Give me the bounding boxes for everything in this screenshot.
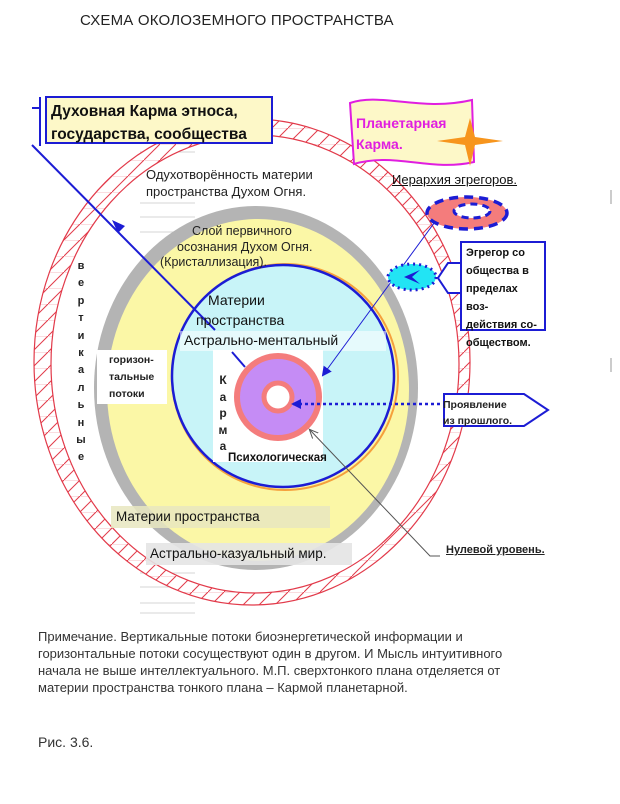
karma-vertical-label: К а р м а [216, 372, 230, 455]
manifestation-box-shape [443, 393, 550, 427]
primary-layer-line3: (Кристаллизация). [160, 255, 267, 269]
vertical-letter: ы [76, 434, 86, 447]
spiritual-karma-box: Духовная Карма этноса, государства, сооб… [45, 96, 273, 144]
inner-matter-label: Материи пространства [196, 290, 284, 330]
manifestation-line2: из прошлого. [443, 415, 513, 427]
orange-star-icon [437, 118, 503, 166]
primary-layer-line2: осознания Духом Огня. [177, 239, 313, 254]
primary-layer-label: Слой первичного осознания Духом Огня. (К… [160, 224, 312, 271]
egregor-line: действия со- [466, 319, 537, 331]
vertical-letter: л [77, 381, 85, 394]
spirituality-label: Одухотворённость материи пространства Ду… [146, 166, 313, 200]
spirituality-line1: Одухотворённость материи [146, 167, 313, 182]
vertical-letter: т [78, 312, 84, 325]
karma-letter: а [219, 389, 227, 404]
zero-level-pointer [310, 430, 440, 557]
manifestation-label: Проявление из прошлого. [443, 397, 512, 429]
planetary-karma-line1: Планетарная [356, 115, 447, 131]
figure-caption: Рис. 3.6. [38, 734, 94, 750]
vertical-letter: а [77, 364, 85, 377]
manifestation-line1: Проявление [443, 399, 507, 411]
astral-causal-label: Астрально-казуальный мир. [150, 546, 327, 561]
vertical-letter: ь [77, 399, 85, 412]
horizontal-line: потоки [109, 388, 145, 400]
upward-arrowhead [112, 220, 125, 233]
psychological-label: Психологическая [228, 452, 327, 464]
page-title: СХЕМА ОКОЛОЗЕМНОГО ПРОСТРАНСТВА [80, 12, 394, 29]
vertical-letter: р [77, 294, 85, 307]
astral-to-ring-line [231, 351, 246, 368]
astral-mental-label: Астрально-ментальный [184, 332, 339, 348]
vertical-letter: е [77, 451, 85, 464]
karma-letter: К [219, 373, 227, 387]
note-paragraph: Примечание. Вертикальные потоки биоэнерг… [38, 629, 503, 695]
vertical-flows-label: в е р т и к а л ь н ы е [75, 258, 87, 467]
vertical-letter: в [77, 260, 85, 272]
planetary-karma-label: Планетарная Карма. [356, 113, 446, 155]
vertical-letter: и [77, 329, 85, 342]
horizontal-line: горизон- [109, 354, 154, 366]
matter-band [111, 506, 330, 528]
spirituality-line2: пространства Духом Огня. [146, 184, 307, 199]
planetary-karma-line2: Карма. [356, 136, 403, 152]
karma-ring-inner [261, 380, 295, 414]
outer-matter-label: Материи пространства [116, 509, 260, 524]
egregor-line: пределах воз- [466, 283, 518, 313]
egregor-line: Эгрегор со [466, 247, 526, 259]
egregor-line: обществом. [466, 337, 531, 349]
primary-layer-line1: Слой первичного [192, 224, 292, 238]
karma-letter: а [219, 439, 227, 453]
society-egregor-ellipse [386, 262, 438, 292]
horizontal-flows-label: горизон- тальные потоки [97, 350, 167, 404]
karma-letter: р [219, 406, 227, 420]
egregor-to-ring-line [321, 214, 441, 377]
egregor-box-arrow [436, 262, 460, 294]
vertical-letter: н [77, 416, 85, 429]
karma-letter: м [218, 422, 228, 437]
astral-causal-band [146, 543, 352, 565]
inner-matter-line1: Материи [208, 292, 265, 308]
society-egregor-box: Эгрегор со общества в пределах воз- дейс… [460, 241, 546, 349]
egregor-hierarchy-ellipse [425, 195, 509, 231]
vertical-letter: е [77, 277, 85, 290]
horizontal-line: тальные [109, 371, 155, 383]
planetary-karma-flag [348, 98, 476, 166]
spiritual-karma-pointer [31, 144, 216, 331]
astral-mental-band [180, 331, 386, 351]
spiritual-karma-line2: государства, сообщества [51, 126, 247, 143]
egregor-hierarchy-label: Иерархия эгрегоров. [392, 172, 518, 187]
egregor-line: общества в [466, 265, 529, 277]
spiritual-karma-line1: Духовная Карма этноса, [51, 103, 238, 120]
vertical-letter: к [78, 347, 84, 360]
zero-level-label: Нулевой уровень. [446, 544, 545, 556]
inner-matter-line2: пространства [196, 312, 285, 328]
